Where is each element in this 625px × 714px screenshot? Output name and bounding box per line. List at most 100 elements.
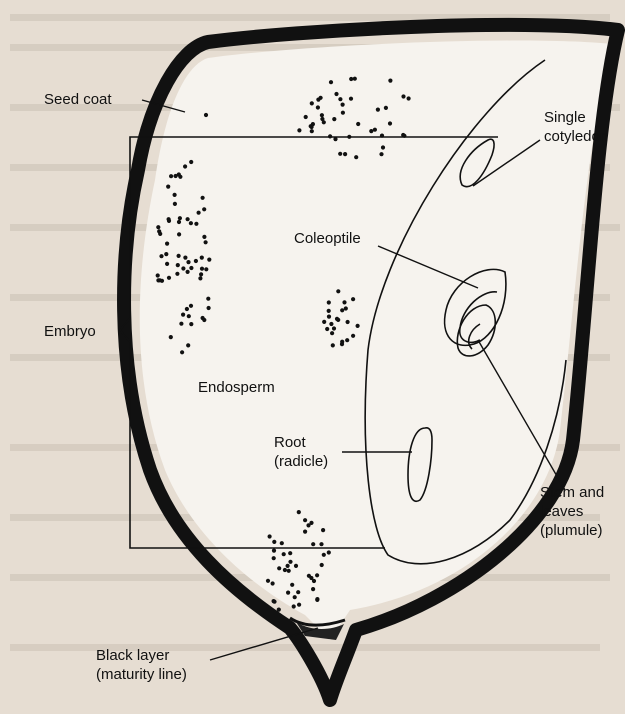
starch-dot bbox=[272, 549, 276, 553]
label-black-layer-line1: Black layer bbox=[96, 647, 169, 664]
starch-dot bbox=[330, 331, 334, 335]
label-seed-coat: Seed coat bbox=[44, 91, 112, 108]
starch-dot bbox=[338, 97, 342, 101]
label-root-line1: Root bbox=[274, 434, 307, 451]
starch-dot bbox=[327, 309, 331, 313]
starch-dot bbox=[181, 313, 185, 317]
starch-dot bbox=[288, 560, 292, 564]
starch-dot bbox=[189, 322, 193, 326]
starch-dot bbox=[157, 229, 161, 233]
starch-dot bbox=[373, 128, 377, 132]
starch-dot bbox=[201, 196, 205, 200]
starch-dot bbox=[343, 152, 347, 156]
starch-dot bbox=[156, 273, 160, 277]
starch-dot bbox=[202, 207, 206, 211]
starch-dot bbox=[331, 343, 335, 347]
starch-dot bbox=[322, 320, 326, 324]
starch-dot bbox=[376, 108, 380, 112]
starch-dot bbox=[282, 552, 286, 556]
starch-dot bbox=[344, 306, 348, 310]
starch-dot bbox=[336, 289, 340, 293]
starch-dot bbox=[388, 79, 392, 83]
starch-dot bbox=[181, 266, 185, 270]
starch-dot bbox=[173, 193, 177, 197]
starch-dot bbox=[200, 267, 204, 271]
starch-dot bbox=[351, 334, 355, 338]
starch-dot bbox=[319, 542, 323, 546]
starch-dot bbox=[187, 314, 191, 318]
starch-dot bbox=[316, 105, 320, 109]
starch-dot bbox=[332, 117, 336, 121]
starch-dot bbox=[169, 174, 173, 178]
starch-dot bbox=[165, 262, 169, 266]
starch-dot bbox=[169, 335, 173, 339]
label-endosperm: Endosperm bbox=[198, 379, 275, 396]
starch-dot bbox=[384, 106, 388, 110]
starch-dot bbox=[381, 145, 385, 149]
starch-dot bbox=[183, 256, 187, 260]
starch-dot bbox=[206, 297, 210, 301]
starch-dot bbox=[304, 115, 308, 119]
label-stem-line1: Stem and bbox=[540, 484, 604, 501]
starch-dot bbox=[207, 306, 211, 310]
starch-dot bbox=[303, 518, 307, 522]
starch-dot bbox=[176, 263, 180, 267]
starch-dot bbox=[186, 270, 190, 274]
starch-dot bbox=[175, 272, 179, 276]
label-black-layer-line2: (maturity line) bbox=[96, 666, 187, 683]
starch-dot bbox=[186, 217, 190, 221]
starch-dot bbox=[280, 541, 284, 545]
starch-dot bbox=[315, 597, 319, 601]
starch-dot bbox=[194, 259, 198, 263]
starch-dot bbox=[311, 542, 315, 546]
starch-dot bbox=[194, 222, 198, 226]
starch-dot bbox=[177, 232, 181, 236]
starch-dot bbox=[166, 185, 170, 189]
starch-dot bbox=[277, 566, 281, 570]
starch-dot bbox=[351, 297, 355, 301]
starch-dot bbox=[332, 326, 336, 330]
starch-dot bbox=[388, 121, 392, 125]
label-root-line2: (radicle) bbox=[274, 453, 328, 470]
starch-dot bbox=[180, 350, 184, 354]
starch-dot bbox=[186, 260, 190, 264]
starch-dot bbox=[178, 175, 182, 179]
starch-dot bbox=[207, 258, 211, 262]
label-single-cotyledon-line2: cotyledon bbox=[544, 128, 608, 145]
starch-dot bbox=[159, 254, 163, 258]
starch-dot bbox=[342, 300, 346, 304]
starch-dot bbox=[186, 343, 190, 347]
starch-dot bbox=[349, 97, 353, 101]
starch-dot bbox=[356, 324, 360, 328]
starch-dot bbox=[346, 320, 350, 324]
starch-dot bbox=[312, 579, 316, 583]
starch-dot bbox=[310, 129, 314, 133]
starch-dot bbox=[311, 587, 315, 591]
starch-dot bbox=[307, 574, 311, 578]
starch-dot bbox=[356, 122, 360, 126]
starch-dot bbox=[334, 92, 338, 96]
starch-dot bbox=[286, 564, 290, 568]
starch-dot bbox=[202, 318, 206, 322]
starch-dot bbox=[266, 579, 270, 583]
starch-dot bbox=[335, 317, 339, 321]
starch-dot bbox=[272, 540, 276, 544]
starch-dot bbox=[199, 272, 203, 276]
starch-dot bbox=[354, 155, 358, 159]
starch-dot bbox=[198, 276, 202, 280]
starch-dot bbox=[297, 128, 301, 132]
starch-dot bbox=[204, 267, 208, 271]
starch-dot bbox=[179, 322, 183, 326]
starch-dot bbox=[296, 590, 300, 594]
starch-dot bbox=[345, 338, 349, 342]
starch-dot bbox=[311, 122, 315, 126]
label-embryo: Embryo bbox=[44, 323, 96, 340]
starch-dot bbox=[297, 603, 301, 607]
starch-dot bbox=[322, 553, 326, 557]
starch-dot bbox=[320, 117, 324, 121]
starch-dot bbox=[189, 304, 193, 308]
starch-dot bbox=[325, 327, 329, 331]
starch-dot bbox=[329, 322, 333, 326]
starch-dot bbox=[167, 217, 171, 221]
